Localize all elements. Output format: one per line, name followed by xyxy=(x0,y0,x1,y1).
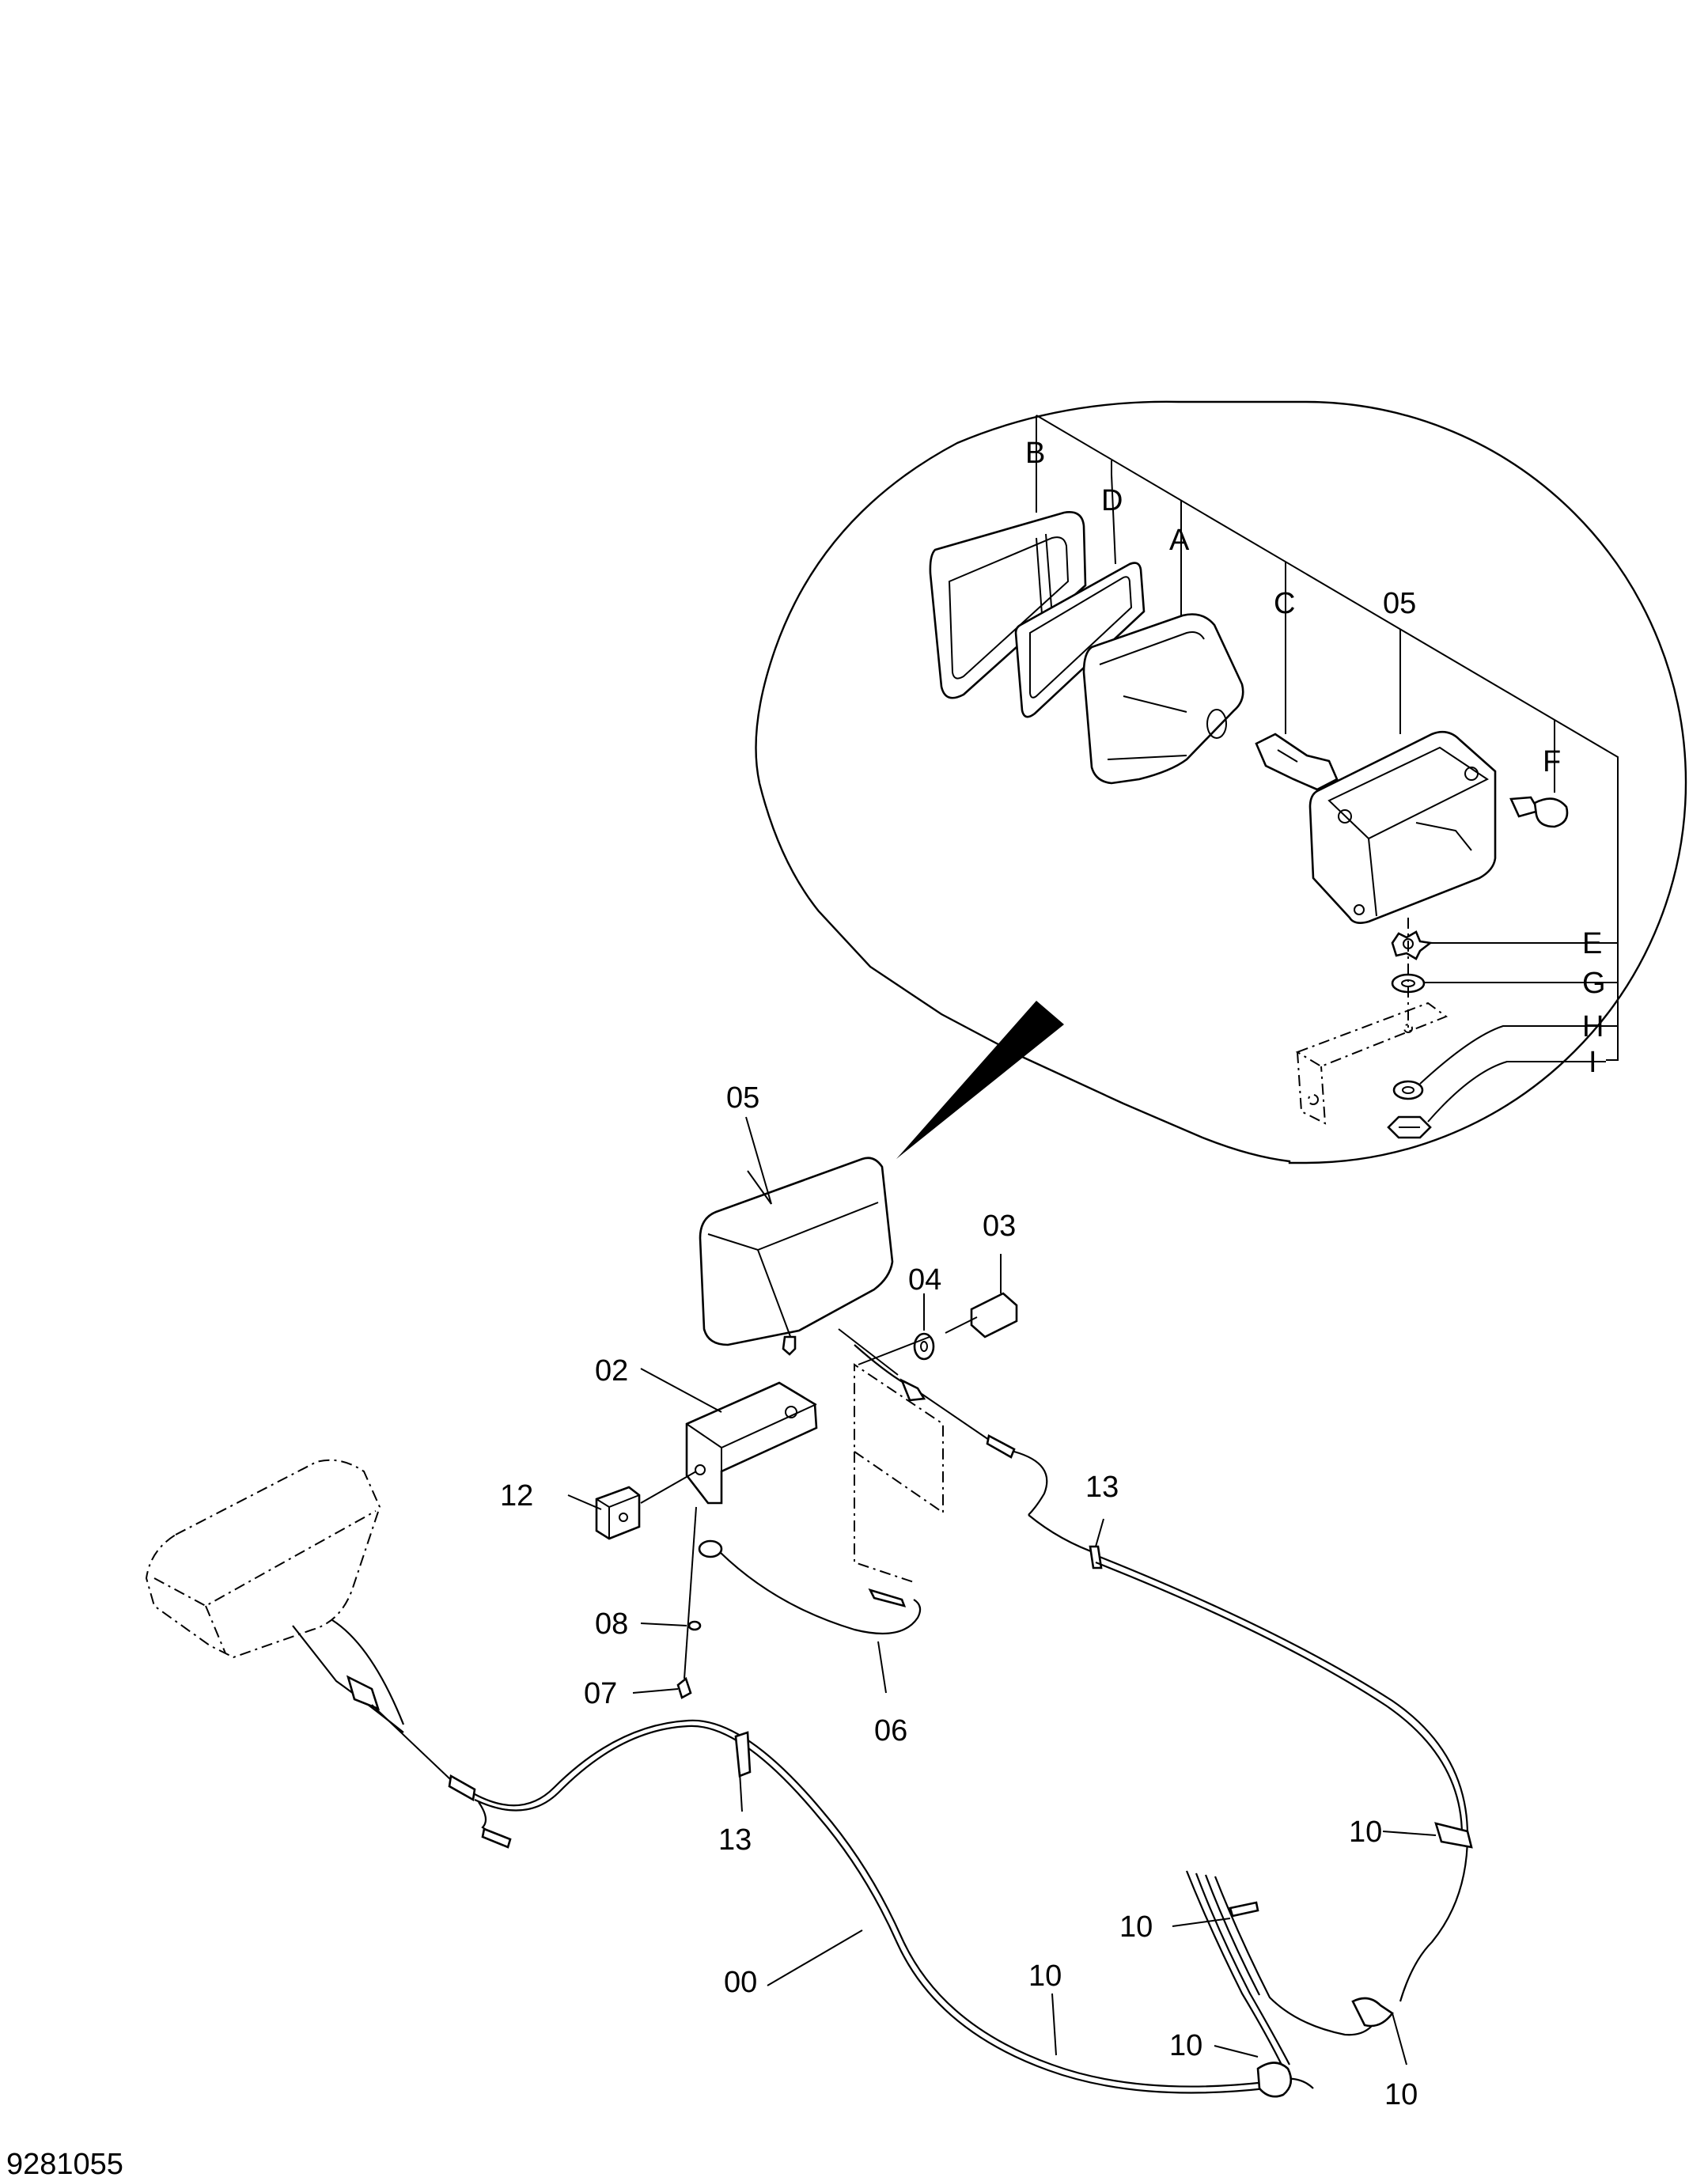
label-13-upper: 13 xyxy=(1085,1471,1119,1504)
bracket-dashed xyxy=(1295,918,1449,1125)
label-00: 00 xyxy=(724,1966,757,1999)
label-detail-h: H xyxy=(1582,1010,1604,1043)
label-08: 08 xyxy=(595,1607,628,1641)
drawing-number: 9281055 xyxy=(6,2148,123,2181)
label-12: 12 xyxy=(500,1479,533,1513)
label-detail-c: C xyxy=(1274,587,1295,620)
washer-part-g xyxy=(1391,973,1606,994)
detail-bubble: B D A C 05 F E G H I xyxy=(755,400,1687,1164)
washer-08 xyxy=(640,1620,702,1631)
main-assembly: 05 04 03 02 12 13 08 07 06 13 00 10 10 1… xyxy=(145,1081,1473,2111)
label-07: 07 xyxy=(584,1677,617,1710)
label-10-bottom-left: 10 xyxy=(1028,1959,1062,1993)
label-detail-g: G xyxy=(1582,967,1606,1000)
clip-bundle xyxy=(1185,1822,1473,2066)
label-04: 04 xyxy=(908,1263,941,1297)
bulb-part-c xyxy=(1255,577,1339,791)
washer-part-h xyxy=(1392,1025,1606,1100)
block-12 xyxy=(567,1471,697,1540)
label-detail-b: B xyxy=(1025,437,1045,470)
screw-part-f xyxy=(1509,736,1569,828)
harness-upper xyxy=(854,1344,1469,2002)
label-detail-d: D xyxy=(1101,484,1123,517)
label-06: 06 xyxy=(874,1714,907,1747)
label-10-bundle: 10 xyxy=(1119,1910,1153,1944)
frame-part-b xyxy=(929,435,1087,699)
label-13-lower: 13 xyxy=(718,1823,752,1857)
washer-04 xyxy=(913,1293,935,1361)
label-detail-i: I xyxy=(1589,1046,1597,1079)
work-lamp-left xyxy=(145,1459,476,1802)
label-03: 03 xyxy=(983,1210,1016,1243)
detail-pointer xyxy=(896,1001,1064,1159)
label-02: 02 xyxy=(595,1354,628,1388)
lens-part-a xyxy=(1082,514,1244,785)
gasket-part-d xyxy=(1014,474,1146,718)
label-10-bottom-mid: 10 xyxy=(1169,2029,1202,2062)
work-lamp-05 xyxy=(699,1157,899,1376)
bolt-03 xyxy=(945,1254,1018,1339)
label-detail-e: E xyxy=(1582,927,1602,960)
lock-washer-part-e xyxy=(1391,930,1606,960)
lamp-housing-05 xyxy=(1308,645,1497,924)
label-10-right: 10 xyxy=(1349,1816,1382,1849)
label-05: 05 xyxy=(726,1081,759,1115)
ground-wire-06 xyxy=(698,1539,922,1694)
screw-07 xyxy=(632,1676,692,1699)
label-detail-f: F xyxy=(1543,745,1561,778)
main-harness-00 xyxy=(474,1719,1314,2098)
bracket-02 xyxy=(640,1368,818,1505)
label-detail-a: A xyxy=(1169,524,1190,557)
label-detail-05: 05 xyxy=(1383,587,1416,620)
label-10-bottom-right: 10 xyxy=(1384,2078,1418,2111)
nut-part-i xyxy=(1387,1061,1606,1139)
